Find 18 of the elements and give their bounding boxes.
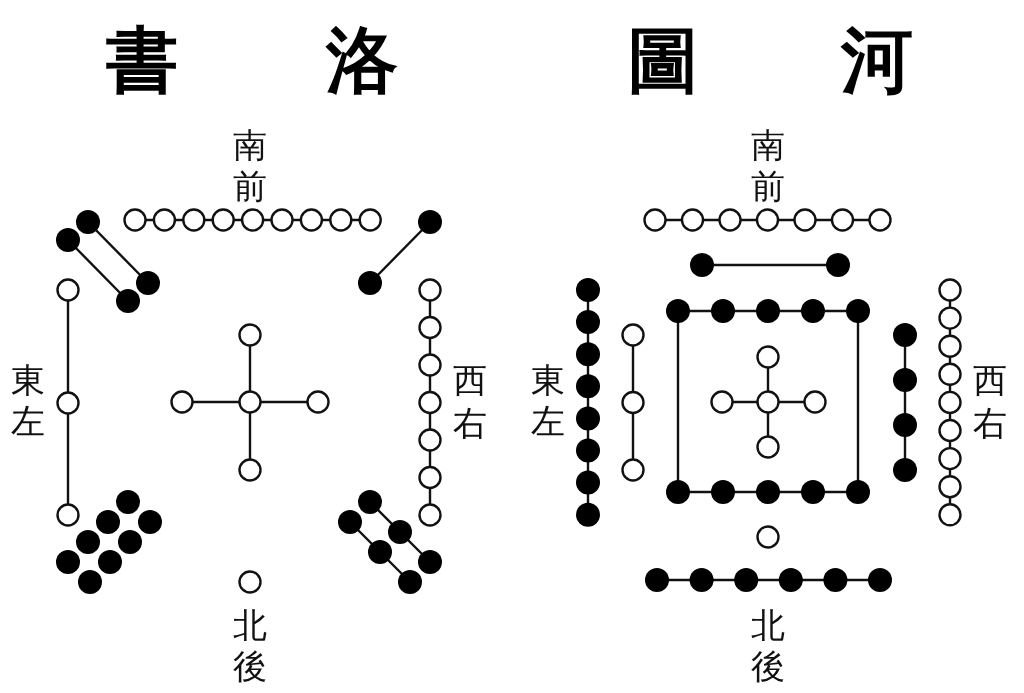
direction-label: 西 xyxy=(973,363,1007,397)
direction-label: 東 xyxy=(11,363,45,397)
direction-label: 南 xyxy=(751,128,785,162)
direction-label: 前 xyxy=(751,169,785,203)
title: 書洛 xyxy=(106,24,398,96)
direction-label: 右 xyxy=(453,406,487,440)
direction-label: 西 xyxy=(453,363,487,397)
direction-label: 後 xyxy=(233,649,267,683)
direction-label: 後 xyxy=(751,649,785,683)
direction-label: 左 xyxy=(531,404,565,438)
title: 圖河 xyxy=(627,24,913,96)
direction-label: 左 xyxy=(11,404,45,438)
direction-label: 北 xyxy=(751,608,785,642)
direction-label: 南 xyxy=(233,128,267,162)
direction-label: 北 xyxy=(233,608,267,642)
direction-label: 東 xyxy=(531,363,565,397)
direction-label: 前 xyxy=(233,169,267,203)
direction-label: 右 xyxy=(973,406,1007,440)
